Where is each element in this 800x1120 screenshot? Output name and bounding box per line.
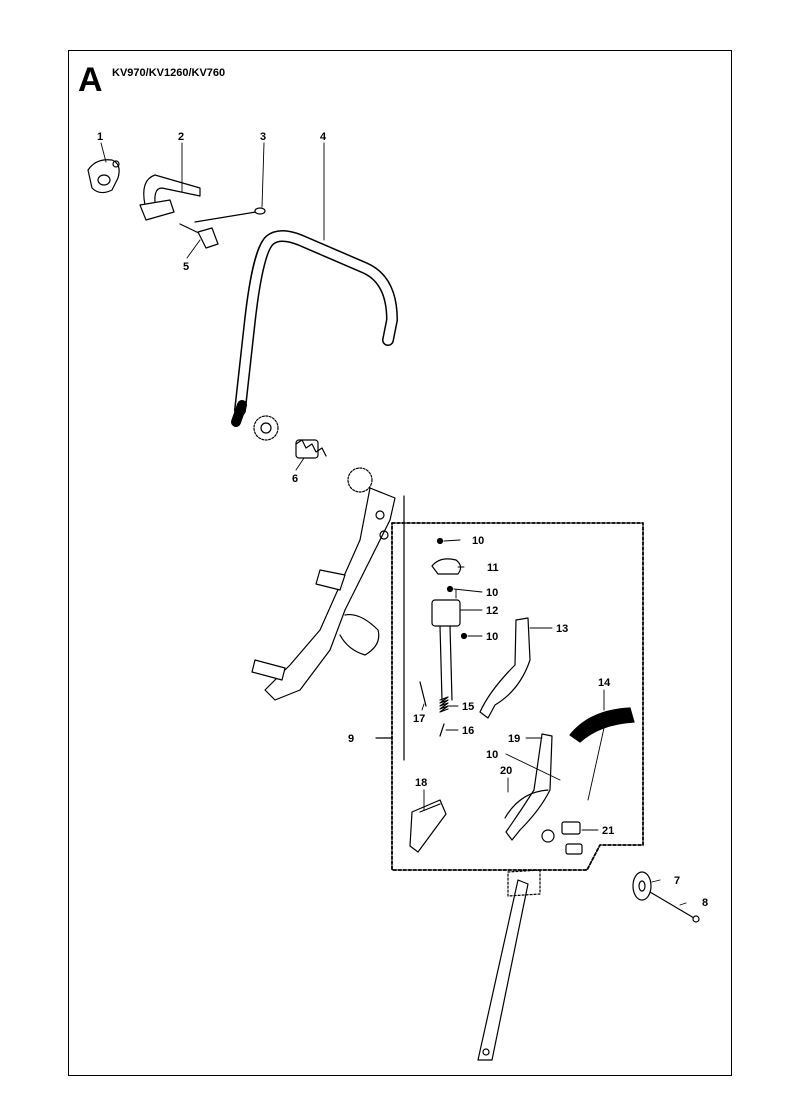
callout-10-a: 10 — [472, 535, 484, 547]
callout-labels: 1 2 3 4 5 6 7 8 9 10 10 10 10 11 12 13 1… — [97, 131, 708, 909]
callout-11: 11 — [487, 562, 499, 574]
part-6-spring — [295, 439, 327, 459]
callout-12: 12 — [486, 605, 498, 617]
callout-10-d: 10 — [486, 749, 498, 761]
callout-1: 1 — [97, 131, 103, 143]
part-8-bolt — [649, 891, 700, 923]
lower-frame — [251, 467, 405, 761]
part-11-knob — [431, 537, 462, 593]
callout-9: 9 — [348, 733, 354, 745]
part-21-pin — [541, 821, 583, 855]
callout-21: 21 — [602, 825, 614, 837]
callout-10-b: 10 — [486, 587, 498, 599]
callout-20: 20 — [500, 765, 512, 777]
part-4-handle — [231, 230, 398, 441]
diagram-frame — [68, 50, 732, 1076]
part-5-bolt — [179, 223, 219, 249]
callout-17: 17 — [413, 713, 425, 725]
part-1-bracket — [87, 159, 120, 194]
part-14-ratchet — [569, 707, 635, 743]
callout-3: 3 — [260, 131, 266, 143]
callout-7: 7 — [674, 875, 680, 887]
callout-19: 19 — [508, 733, 520, 745]
part-19-lever — [504, 733, 553, 841]
part-15-spring — [419, 681, 449, 737]
callout-15: 15 — [462, 701, 474, 713]
assembly-9-box — [391, 522, 644, 871]
lower-link-rod — [477, 869, 541, 1061]
callout-13: 13 — [556, 623, 568, 635]
model-title: KV970/KV1260/KV760 — [112, 67, 226, 79]
part-2-clamp — [139, 174, 201, 221]
callout-2: 2 — [178, 131, 184, 143]
callout-16: 16 — [462, 725, 474, 737]
callout-5: 5 — [183, 261, 189, 273]
callout-18: 18 — [415, 777, 427, 789]
callout-14: 14 — [598, 677, 611, 689]
callout-4: 4 — [320, 131, 327, 143]
part-12-lever-body — [431, 599, 468, 701]
section-letter: A — [78, 61, 103, 99]
callout-6: 6 — [292, 473, 298, 485]
leader-lines — [100, 142, 687, 906]
part-3-screw — [194, 207, 266, 223]
part-18-plate — [409, 799, 447, 853]
part-7-washer — [632, 871, 652, 901]
callout-8: 8 — [702, 897, 708, 909]
part-13-bracket — [479, 617, 531, 719]
callout-10-c: 10 — [486, 631, 498, 643]
